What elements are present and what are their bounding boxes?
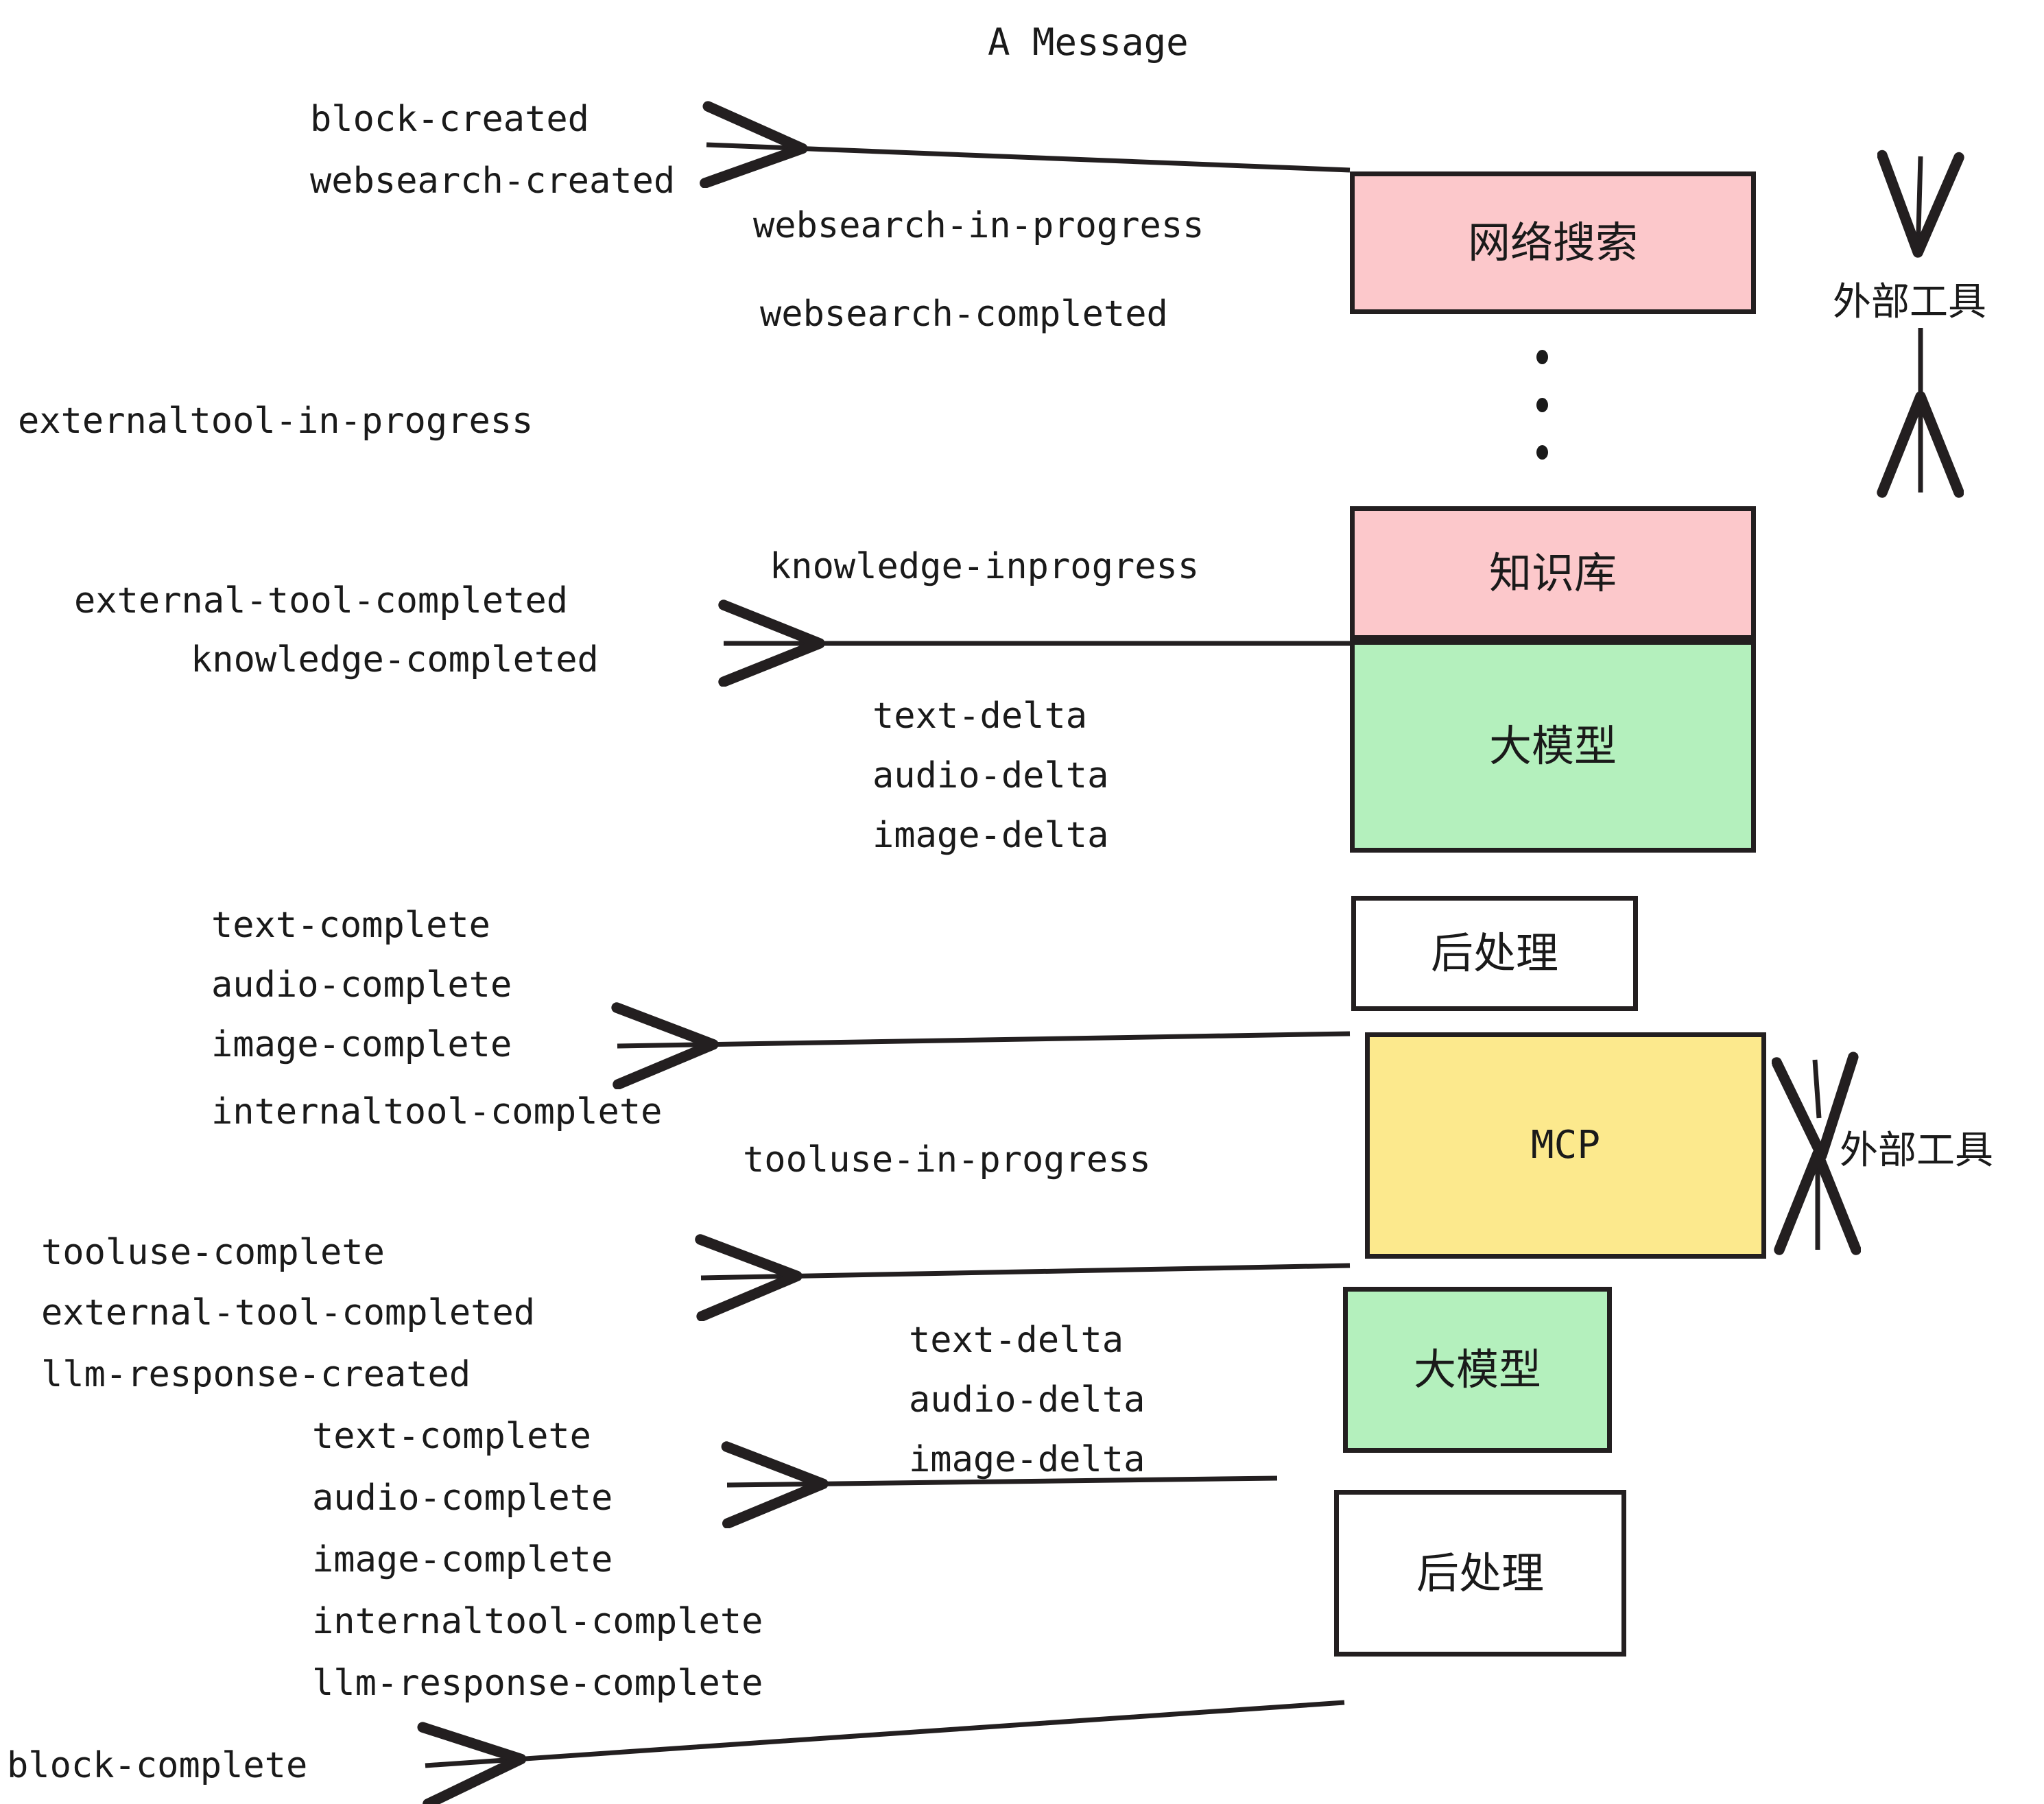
arrow-llm2-to-audio-complete bbox=[727, 1478, 1278, 1485]
event-tooluse-complete: tooluse-complete bbox=[41, 1232, 385, 1273]
event-image-complete-1: image-complete bbox=[211, 1024, 512, 1065]
node-llm-2[interactable]: 大模型 bbox=[1343, 1287, 1612, 1453]
node-postprocess-1-label: 后处理 bbox=[1430, 928, 1558, 978]
node-llm-1[interactable]: 大模型 bbox=[1350, 640, 1756, 853]
event-external-tool-completed-1: external-tool-completed bbox=[74, 580, 569, 621]
event-audio-complete-1: audio-complete bbox=[211, 964, 512, 1006]
event-llm-response-created: llm-response-created bbox=[41, 1354, 471, 1395]
node-mcp-label: MCP bbox=[1530, 1123, 1601, 1167]
label-external-tools-bottom: 外部工具 bbox=[1840, 1128, 1993, 1173]
event-image-delta-2: image-delta bbox=[909, 1439, 1145, 1480]
arrow-websearch-to-block-created bbox=[706, 145, 1351, 170]
label-external-tools-top: 外部工具 bbox=[1833, 280, 1986, 324]
arrow-external-tools-top-up bbox=[1918, 156, 1921, 257]
event-knowledge-completed: knowledge-completed bbox=[191, 639, 599, 680]
diagram-title: A Message bbox=[988, 21, 1189, 64]
event-websearch-completed: websearch-completed bbox=[760, 294, 1168, 335]
event-internaltool-complete-2: internaltool-complete bbox=[312, 1601, 763, 1642]
node-websearch[interactable]: 网络搜索 bbox=[1350, 171, 1756, 314]
event-image-delta-1: image-delta bbox=[872, 815, 1109, 856]
ellipsis-dot bbox=[1536, 397, 1548, 412]
event-text-complete-1: text-complete bbox=[211, 905, 490, 946]
arrow-mcp-to-tooluse-complete bbox=[701, 1266, 1351, 1278]
ellipsis-dot bbox=[1536, 350, 1548, 364]
arrow-postprocess2-to-block-complete bbox=[425, 1700, 1345, 1766]
node-postprocess-2[interactable]: 后处理 bbox=[1334, 1490, 1626, 1657]
ellipsis-dot bbox=[1536, 445, 1548, 460]
event-audio-delta-2: audio-delta bbox=[909, 1379, 1145, 1421]
event-text-complete-2: text-complete bbox=[312, 1416, 591, 1457]
event-knowledge-inprogress: knowledge-inprogress bbox=[770, 546, 1200, 587]
event-llm-response-complete: llm-response-complete bbox=[312, 1663, 763, 1704]
event-tooluse-in-progress: tooluse-in-progress bbox=[743, 1139, 1151, 1180]
node-llm-2-label: 大模型 bbox=[1413, 1344, 1541, 1394]
event-internaltool-complete-1: internaltool-complete bbox=[211, 1091, 663, 1132]
event-websearch-created: websearch-created bbox=[310, 161, 676, 202]
event-audio-complete-2: audio-complete bbox=[312, 1477, 613, 1519]
event-block-created: block-created bbox=[310, 99, 589, 140]
node-knowledge-label: 知识库 bbox=[1488, 547, 1617, 598]
event-externaltool-in-progress: externaltool-in-progress bbox=[18, 401, 534, 442]
node-llm-1-label: 大模型 bbox=[1488, 721, 1617, 771]
arrow-postprocess-to-image-complete bbox=[617, 1034, 1351, 1046]
event-image-complete-2: image-complete bbox=[312, 1539, 613, 1580]
event-external-tool-completed-2: external-tool-completed bbox=[41, 1292, 536, 1333]
event-text-delta-1: text-delta bbox=[872, 696, 1088, 737]
node-postprocess-2-label: 后处理 bbox=[1416, 1547, 1544, 1598]
node-websearch-label: 网络搜索 bbox=[1467, 217, 1638, 268]
node-postprocess-1[interactable]: 后处理 bbox=[1351, 896, 1638, 1011]
vertical-ellipsis bbox=[1535, 350, 1549, 460]
node-mcp[interactable]: MCP bbox=[1365, 1032, 1766, 1259]
event-audio-delta-1: audio-delta bbox=[872, 755, 1109, 796]
node-knowledge[interactable]: 知识库 bbox=[1350, 506, 1756, 640]
event-websearch-in-progress: websearch-in-progress bbox=[753, 205, 1204, 246]
event-block-complete: block-complete bbox=[7, 1745, 308, 1786]
event-text-delta-2: text-delta bbox=[909, 1320, 1124, 1361]
arrow-external-tools-bottom-up bbox=[1815, 1060, 1819, 1118]
